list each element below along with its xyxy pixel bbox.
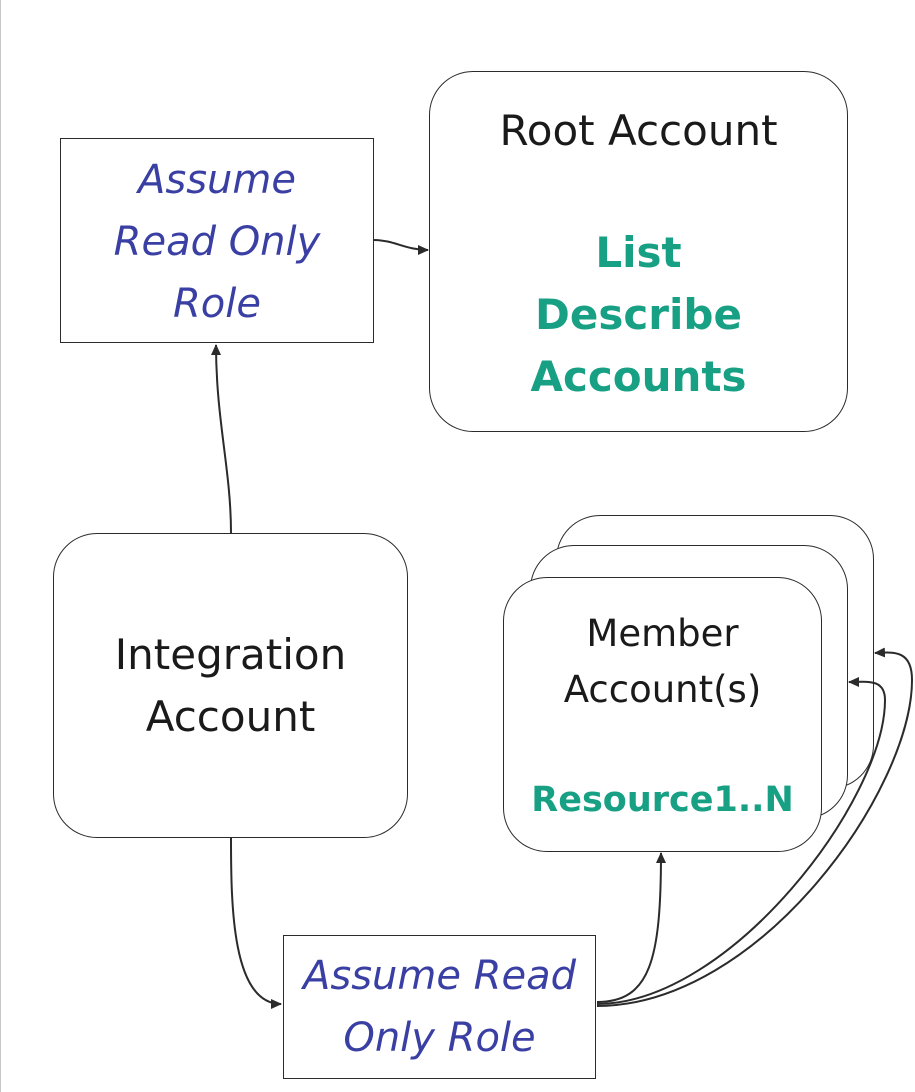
assume-role-bottom-line-1: Assume Read [303,953,576,999]
member-account-line-2: Account(s) [563,668,762,711]
frame-edge [0,0,1,1092]
integration-account-line-2: Account [145,692,316,741]
arrow-integration-to-assume-role-bottom [230,837,282,1009]
assume-role-bottom-line-2: Only Role [343,1015,536,1061]
assume-role-top-line-2: Read Only [113,219,321,265]
root-action-describe: Describe [535,290,742,339]
member-account-card-front: Member Account(s) Resource1..N [503,577,822,852]
root-account-box: Root Account List Describe Accounts [429,71,848,432]
member-account-line-1: Member [586,612,739,655]
arrow-assume-role-to-root [372,239,429,255]
integration-account-label: Integration Account [54,624,407,748]
arrow-assume-role-to-member-front [596,852,666,1003]
root-action-accounts: Accounts [530,352,747,401]
assume-role-top-label: Assume Read Only Role [61,149,373,335]
integration-account-line-1: Integration [114,630,347,679]
root-account-title: Root Account [499,106,778,155]
assume-role-bottom-box: Assume Read Only Role [283,935,596,1079]
assume-role-bottom-label: Assume Read Only Role [284,945,595,1069]
arrow-integration-to-assume-role-top [211,344,232,534]
root-action-list: List [595,228,682,277]
arrow-assume-role-to-member-back [596,647,914,1007]
arrow-assume-role-to-member-middle [596,676,887,1005]
member-account-resource: Resource1..N [531,780,794,820]
member-account-title: Member Account(s) [504,606,821,718]
root-account-actions: List Describe Accounts [430,222,847,408]
assume-role-top-line-1: Assume [138,157,296,203]
assume-role-top-box: Assume Read Only Role [60,138,374,343]
assume-role-top-line-3: Role [173,281,261,327]
integration-account-box: Integration Account [53,533,408,838]
